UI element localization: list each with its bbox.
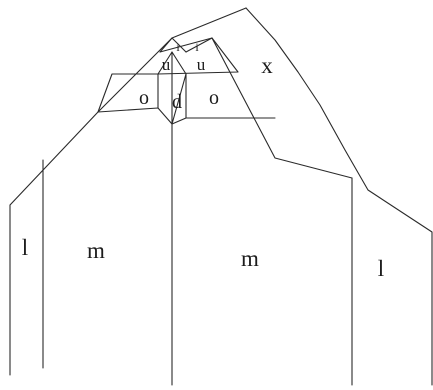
face-label-l-right: l bbox=[378, 256, 384, 281]
edge-cap-right-link bbox=[185, 37, 213, 53]
edge-cap-tri-right bbox=[171, 73, 187, 125]
edge-x-face-base bbox=[211, 37, 353, 179]
edge-cap-apex bbox=[159, 37, 187, 53]
face-label-x: x bbox=[261, 53, 273, 78]
face-label-l-left: l bbox=[22, 235, 28, 260]
face-label-u-left: u bbox=[162, 55, 171, 74]
face-label-i-left: i bbox=[176, 40, 180, 54]
face-label-i-right: i bbox=[195, 40, 199, 54]
outline-left-slope bbox=[9, 7, 247, 376]
face-label-o-left: o bbox=[139, 87, 149, 109]
face-label-m-left: m bbox=[87, 238, 105, 263]
face-label-o-right: o bbox=[209, 87, 219, 109]
edge-upper-band bbox=[97, 37, 239, 113]
face-label-d: d bbox=[172, 91, 182, 113]
outline-top-right bbox=[245, 7, 433, 386]
face-label-u-right: u bbox=[197, 55, 206, 74]
face-label-m-right: m bbox=[241, 246, 259, 271]
